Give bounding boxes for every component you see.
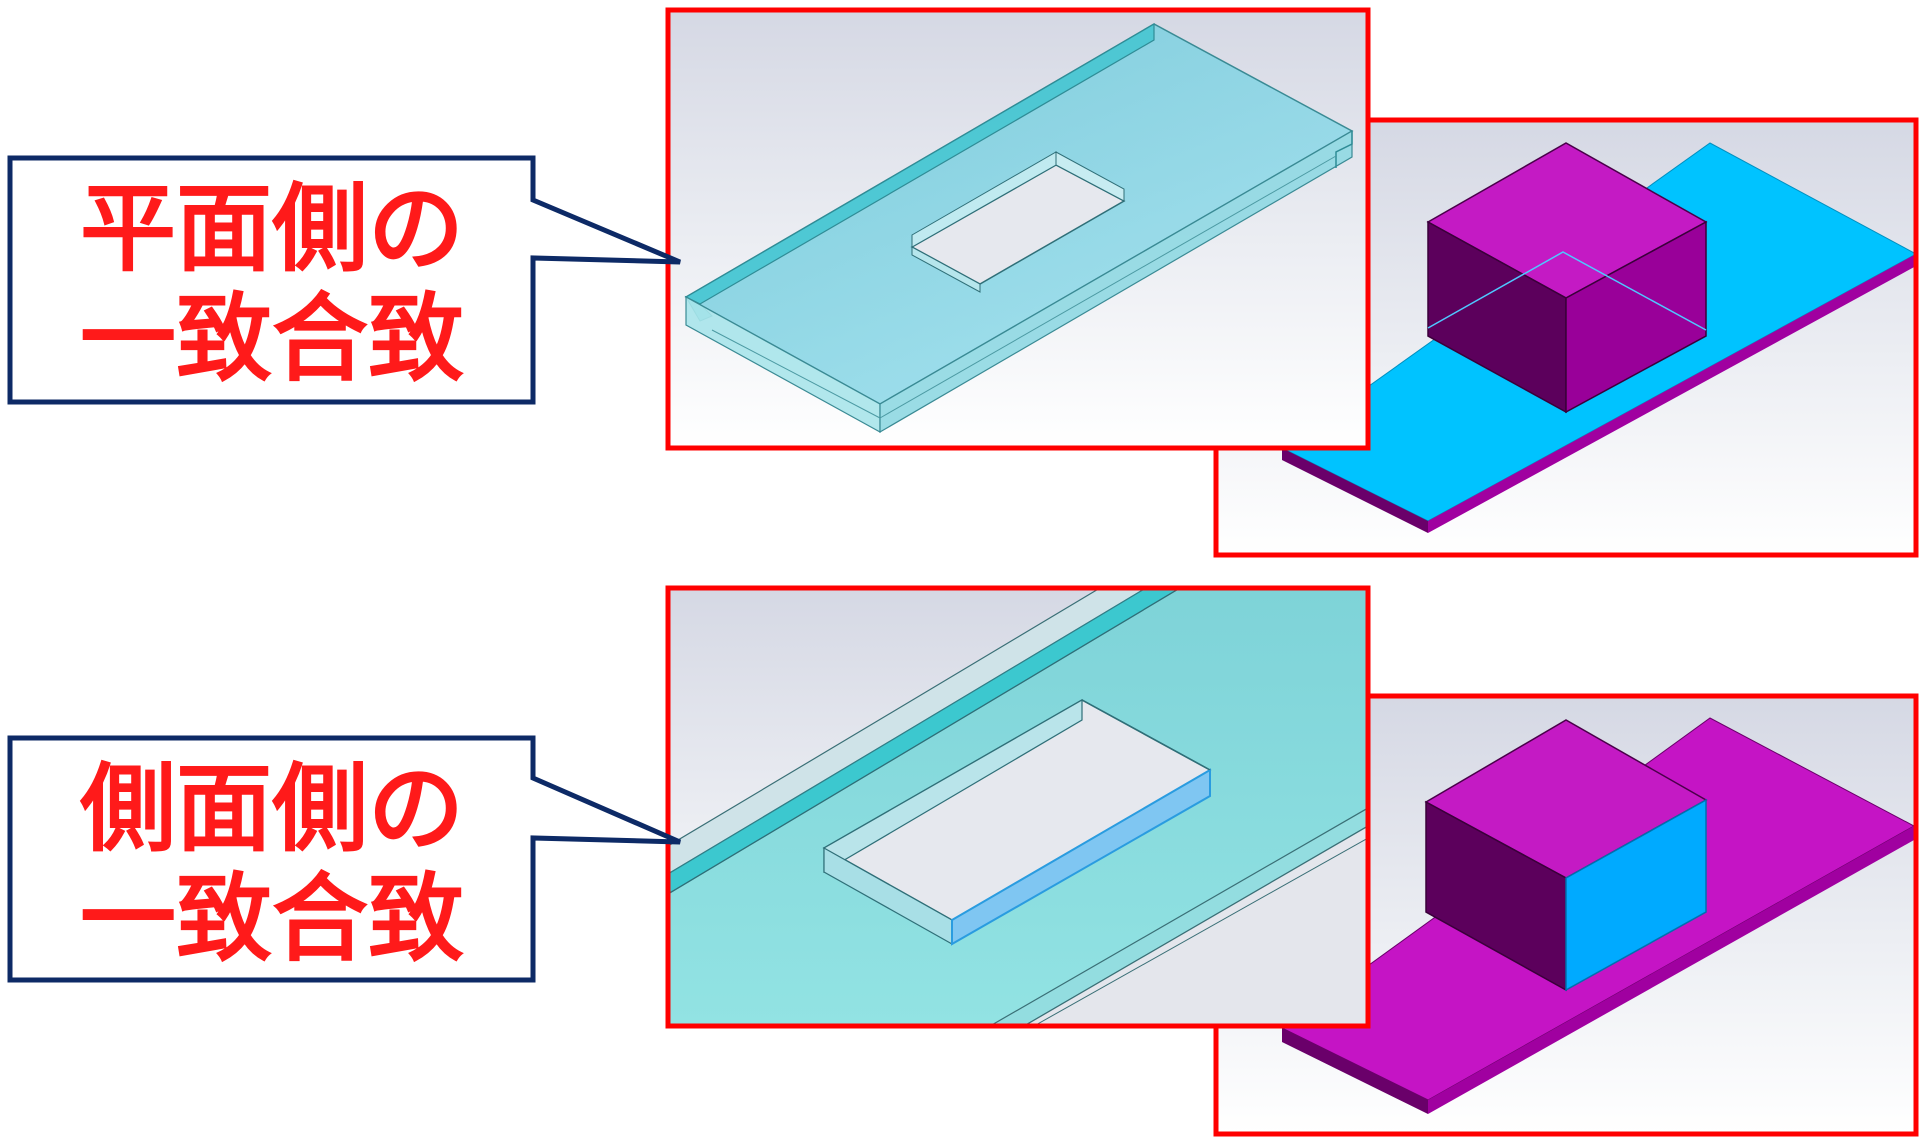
plate-front-face bbox=[1282, 448, 1428, 533]
callout-bubble bbox=[7, 155, 681, 405]
rail-lower bbox=[988, 807, 1368, 1026]
callout-line-1: 平面側の bbox=[80, 173, 464, 285]
callout-planar-mate: 平面側の 一致合致 bbox=[7, 155, 681, 405]
plate-side-face bbox=[1428, 254, 1916, 533]
plate-right-edge bbox=[879, 129, 1353, 434]
callout-line-1: 側面側の bbox=[79, 753, 464, 865]
zoom-view-planar-mate bbox=[665, 7, 1371, 451]
callout-bubble bbox=[7, 735, 681, 983]
callout-side-mate: 側面側の 一致合致 bbox=[7, 735, 681, 983]
callout-line-2: 一致合致 bbox=[80, 283, 464, 395]
plate-front-face bbox=[1282, 1028, 1428, 1114]
zoom-view-side-mate bbox=[665, 585, 1371, 1029]
highlight-frame bbox=[665, 585, 1371, 1029]
plate-side-face bbox=[1428, 826, 1914, 1114]
background-beyond-plate bbox=[1022, 825, 1368, 1026]
mated-side-face bbox=[1565, 798, 1707, 992]
block-right-face bbox=[1565, 220, 1707, 414]
highlight-frame bbox=[665, 7, 1371, 451]
hidden-edge bbox=[1427, 251, 1707, 331]
callout-line-2: 一致合致 bbox=[80, 863, 464, 975]
